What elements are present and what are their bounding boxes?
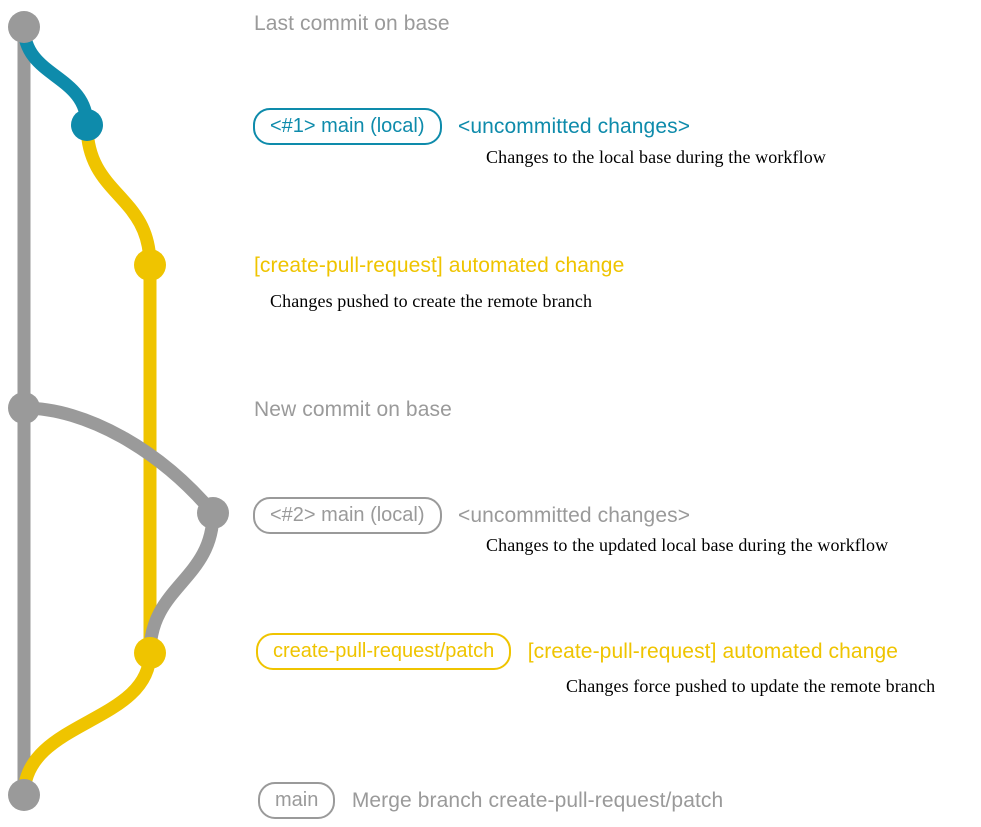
- row-commit-3: <#2> main (local) <uncommitted changes>: [253, 497, 690, 534]
- new-commit-heading: New commit on base: [254, 398, 452, 421]
- row-commit-4: create-pull-request/patch [create-pull-r…: [256, 633, 898, 670]
- graph-edge-local2-to-patch2: [143, 506, 220, 660]
- graph-edge-local1-to-patch1: [80, 118, 157, 272]
- row-commit-5: main Merge branch create-pull-request/pa…: [258, 782, 723, 819]
- commit-node-base-top[interactable]: [8, 11, 40, 43]
- commit-node-base-merge[interactable]: [8, 779, 40, 811]
- commit-node-base-new[interactable]: [8, 392, 40, 424]
- branch-pill-create-pull-request-patch[interactable]: create-pull-request/patch: [256, 633, 512, 670]
- row-new-commit-on-base: New commit on base: [254, 398, 452, 422]
- commit-node-patch-1[interactable]: [134, 249, 166, 281]
- commit-description-1: Changes to the local base during the wor…: [486, 147, 826, 167]
- commit-node-local-1[interactable]: [71, 109, 103, 141]
- commit-subject-1: <uncommitted changes>: [457, 114, 691, 138]
- graph-edge-base-to-local1: [17, 20, 94, 132]
- commit-node-patch-2[interactable]: [134, 637, 166, 669]
- commit-subject-3: <uncommitted changes>: [457, 503, 691, 527]
- graph-edge-basenew-to-local2: [17, 401, 220, 520]
- commit-node-local-2[interactable]: [197, 497, 229, 529]
- branch-pill-main-local-2[interactable]: <#2> main (local): [253, 497, 442, 534]
- commit-description-4: Changes force pushed to update the remot…: [566, 676, 936, 696]
- row-commit-1: <#1> main (local) <uncommitted changes>: [253, 108, 690, 145]
- commit-description-3: Changes to the updated local base during…: [486, 535, 889, 555]
- graph-edge-patch2-to-merge: [17, 646, 157, 802]
- branch-pill-main-local-1[interactable]: <#1> main (local): [253, 108, 442, 145]
- commit-subject-4: [create-pull-request] automated change: [527, 639, 899, 663]
- row-commit-2: [create-pull-request] automated change: [254, 254, 624, 278]
- row-last-commit-on-base: Last commit on base: [254, 12, 450, 36]
- commit-subject-5: Merge branch create-pull-request/patch: [351, 788, 724, 812]
- branch-pill-main[interactable]: main: [258, 782, 336, 819]
- commit-subject-2: [create-pull-request] automated change: [254, 254, 625, 277]
- last-commit-heading: Last commit on base: [254, 12, 450, 35]
- commit-description-2: Changes pushed to create the remote bran…: [270, 291, 593, 311]
